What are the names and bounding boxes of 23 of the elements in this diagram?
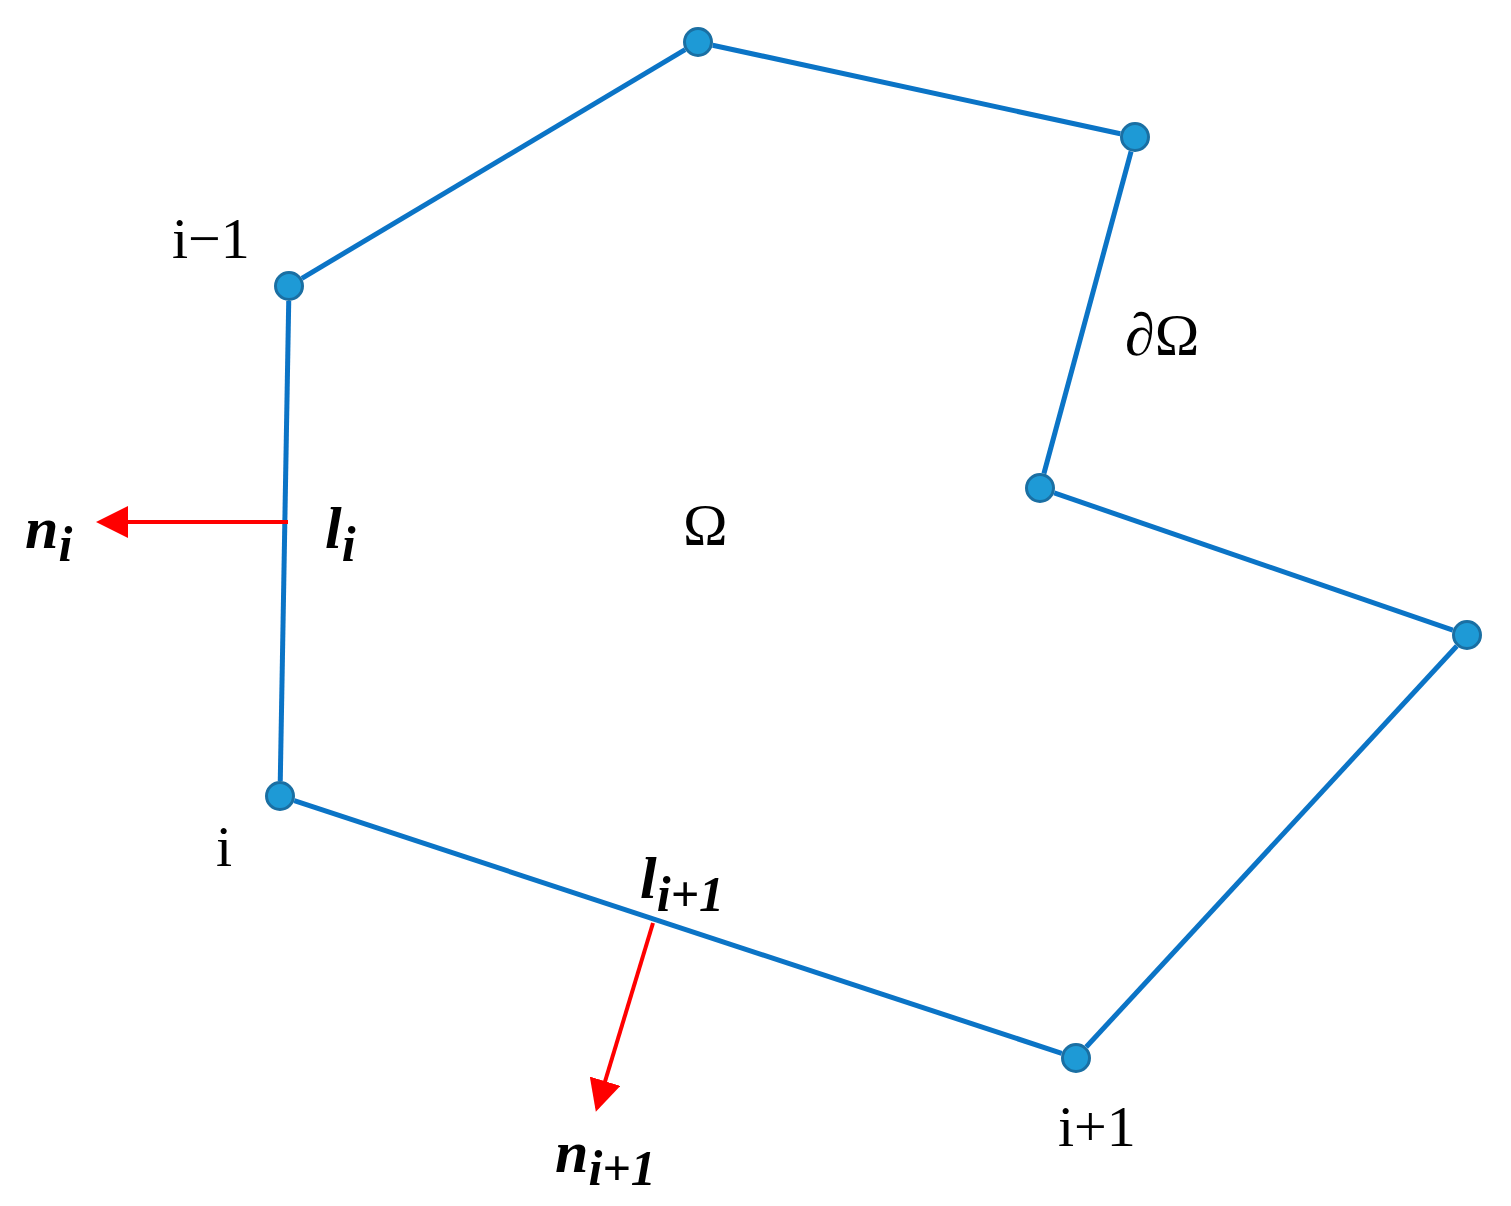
side-label: l$_{i}$ [325,498,356,569]
vector-label: n$_{i}$ [25,498,73,569]
vertex-dot [1061,1043,1091,1073]
boundary-label: ∂Ω [1125,305,1200,365]
vertex-label: i−1 [172,210,250,268]
vector-label: n$_{i+1}$ [555,1122,656,1193]
vertex-dot [265,781,295,811]
polygon-side [300,47,687,281]
side-label: l$_{i+1}$ [640,848,725,919]
polygon-side [1084,644,1459,1049]
region-label: Ω [683,495,728,555]
polygon-side [1041,150,1134,475]
vertex-dot [274,271,304,301]
vertex-label: i+1 [1058,1098,1136,1156]
polygon-side [293,798,1063,1056]
polygon-side [277,300,292,782]
vertex-dot [1025,473,1055,503]
polygon-side [712,42,1121,137]
vertex-dot [1452,620,1482,650]
vertex-dot [1120,122,1150,152]
vertex-dot [683,27,713,57]
vertex-label: i [216,818,233,876]
polygon-side [1053,490,1454,633]
